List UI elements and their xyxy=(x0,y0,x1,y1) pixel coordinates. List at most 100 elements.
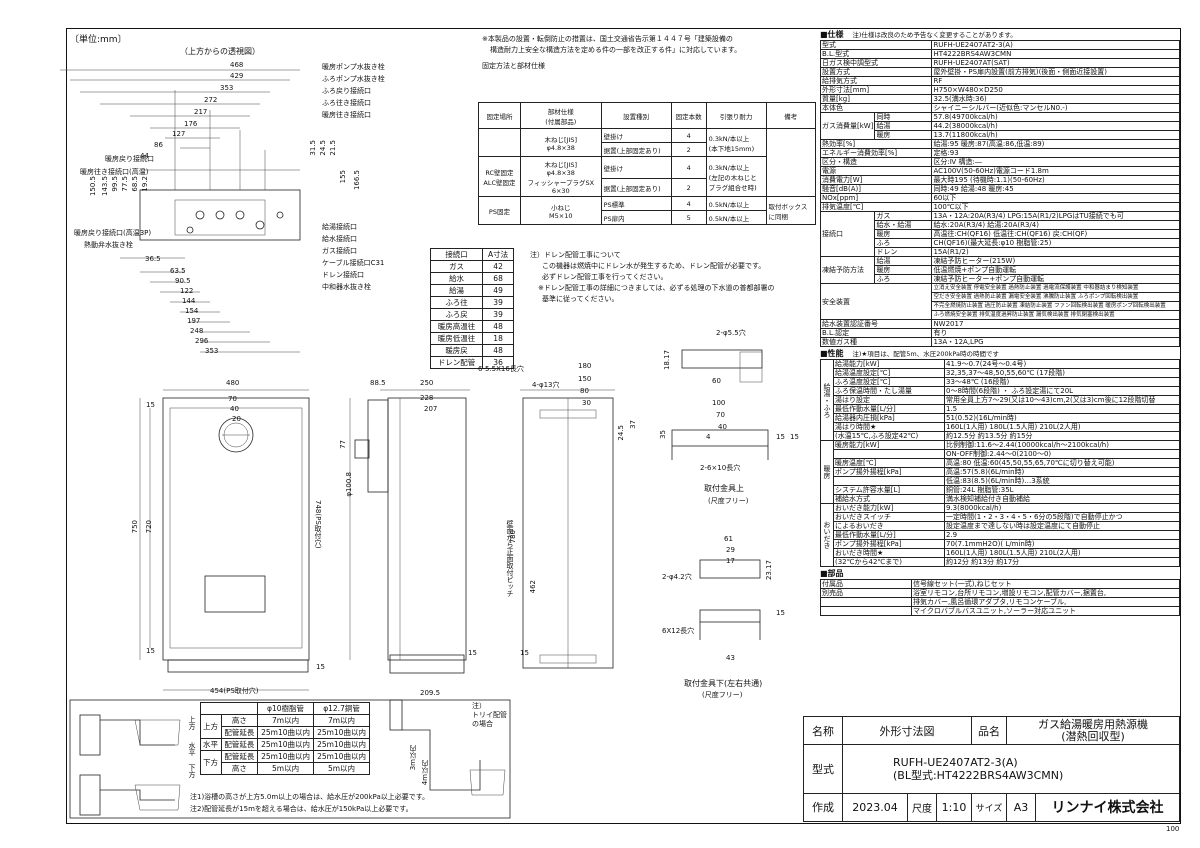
pipe-side-up: 上方 xyxy=(188,716,196,730)
spec-key: B.L.認定 xyxy=(819,328,933,338)
tb-item-value2: (潜熱回収型) xyxy=(1061,729,1125,743)
dim: 44 xyxy=(140,152,149,160)
pipe-cell: 25m10曲以内 xyxy=(313,726,370,739)
dim-77: 77 xyxy=(339,440,347,449)
dim-462: 462 xyxy=(529,580,537,594)
dim: 197 xyxy=(187,317,201,325)
spec-row: ふろ凍結予防ヒーター+ポンプ自動運転 xyxy=(821,274,1180,284)
fix-row: 据置(上部固定あり) 2 xyxy=(479,142,816,157)
tb-made-value: 2023.04 xyxy=(842,792,908,823)
cell xyxy=(765,128,817,197)
dim-209-5: 209.5 xyxy=(420,689,441,697)
spec-key: 消費電力[W] xyxy=(819,175,933,185)
dim-40: 40 xyxy=(230,405,239,413)
spec-value: 浴室リモコン,台所リモコン,増設リモコン,配管カバー,据置台, xyxy=(911,588,1180,598)
label-neutralizer-drain: 中和器水抜き栓 xyxy=(322,283,371,291)
perf-row: 低温:83(8.5)(6L/min時)…3系統 xyxy=(821,476,1180,486)
dim-228: 228 xyxy=(420,394,434,402)
unit-label: 〔単位:mm〕 xyxy=(70,35,127,45)
note-line2: 構造耐力上安全な構造方法を定める件の一部を改正する件」に対応しています。 xyxy=(490,46,742,54)
spec-row: 排気温度[℃]100℃以下 xyxy=(819,202,1180,212)
perf-key: 最低作動水量[L/分] xyxy=(833,404,945,414)
spec-value: RF xyxy=(931,76,1180,86)
perf-row: によるおいだき設定温度まで達しない時は設定温度にて自動停止 xyxy=(821,521,1180,531)
bracket-top-scale: (尺度フリー) xyxy=(708,497,749,505)
cell: 0.5kN/本以上 xyxy=(705,196,767,211)
spec-value: HT4222BRS4AW3CMN xyxy=(931,49,1180,59)
spec-value: 信号線セット(一式),ねじセット xyxy=(911,579,1180,589)
spec-value: 15A(R1/2) xyxy=(931,247,1180,257)
perf-key: 暖房能力[kW] xyxy=(833,440,945,450)
cell: 0.3kN/本以上 (本下地15mm) xyxy=(705,128,767,157)
spec-key: 暖房 xyxy=(874,130,933,140)
spec-value: AC100V(50-60Hz)電源コード1.8m xyxy=(931,166,1180,176)
spec-row: 騒音[dB(A)]同時:49 給湯:48 暖房:45 xyxy=(819,184,1180,194)
pipe-h: φ10樹脂管 xyxy=(257,702,315,715)
a-cell: ドレン配管 xyxy=(429,356,484,369)
cell: RC壁固定 ALC壁固定 xyxy=(478,156,521,197)
dim-15-bb: 15 xyxy=(776,609,785,617)
spec-row: NOx[ppm]60以下 xyxy=(819,193,1180,203)
perf-row: 湯はり時間★160L(1人用) 180L(1.5人用) 210L(2人用) xyxy=(821,422,1180,432)
tb-item-label: 品名 xyxy=(971,715,1007,746)
spec-key: 別売品 xyxy=(820,588,912,598)
spec-value: 空だき安全装置 過熱防止装置 漏電安全装置 沸騰防止装置 ふろポンプ回転検出装置 xyxy=(931,292,1180,302)
dim-480: 480 xyxy=(226,379,240,387)
fix-col: 備考 xyxy=(765,102,817,129)
perf-key: ふろ保温時間・たし湯量 xyxy=(833,386,945,396)
pipe-cell: 配管延長 xyxy=(220,726,259,739)
side-view-drawing xyxy=(349,389,470,674)
tb-model-value2: (BL型式:HT4222BRS4AW3CMN) xyxy=(893,769,1064,782)
trap-dim1: 3m以内 xyxy=(409,745,417,771)
perf-value: 満水検知補給付き自動補給 xyxy=(944,494,1180,504)
a-cell: 49 xyxy=(482,284,514,297)
notes-top: ※本製品の設置・転倒防止の措置は、国土交通省告示第１４４７号「建築設備の 構造耐… xyxy=(482,36,741,74)
spec-key: 質量[kg] xyxy=(819,94,933,104)
spec-value: 13A・12A:20A(R3/4) LPG:15A(R1/2)LPGはTU接続で… xyxy=(931,211,1180,221)
dim: 429 xyxy=(230,72,244,80)
a-cell: 給湯 xyxy=(429,284,484,297)
perf-title: ■性能 xyxy=(820,349,844,358)
perf-value: 160L(1人用) 180L(1.5人用) 210L(2人用) xyxy=(944,422,1180,432)
spec-row: エネルギー消費効率[%]定格:93 xyxy=(819,148,1180,158)
spec-value: 区分:Ⅳ 構造:― xyxy=(931,157,1180,167)
dim-88-5: 88.5 xyxy=(370,379,386,387)
parts-table: 付属品信号線セット(一式),ねじセット別売品浴室リモコン,台所リモコン,増設リモ… xyxy=(820,579,1180,616)
spec-row: 付属品信号線セット(一式),ねじセット xyxy=(820,579,1180,589)
perf-key: ポンプ揚外揚程[kPa] xyxy=(833,467,945,477)
perf-row: 湯はり設定常用全員上方7〜29(又は10〜43)cm,2(又は3)cm後に12段… xyxy=(821,395,1180,405)
tb-model-value1: RUFH-UE2407AT2-3(A) xyxy=(893,755,1018,769)
spec-value: NW2017 xyxy=(931,319,1180,329)
dim-748: 748(PS取付穴) xyxy=(314,500,322,549)
fix-col: 部材仕様 (付属部品) xyxy=(519,102,602,129)
cell: 4 xyxy=(670,196,707,211)
spec-key: 設置方式 xyxy=(819,67,933,77)
spec-value: ふろ燃焼安全装置 排気温度過昇防止装置 漏気検出装置 排気閉塞検出装置 xyxy=(931,310,1180,320)
perf-value: 160L(1人用) 180L(1.5人用) 210L(2人用) xyxy=(944,548,1180,558)
tb-company: リンナイ株式会社 xyxy=(1035,792,1180,823)
cell: 木ねじ[JIS] φ4.8×38 xyxy=(519,128,602,157)
perf-key xyxy=(833,476,945,486)
dim: 143.5 xyxy=(101,176,109,197)
pipe-cell: 25m10曲以内 xyxy=(257,726,315,739)
dim: 176 xyxy=(184,120,198,128)
spec-value: シャイニーシルバー(近似色:マンセルN0.-) xyxy=(931,103,1180,113)
perf-value: 銅管:24L 樹脂管:35L xyxy=(944,485,1180,495)
perf-key: 湯はり設定 xyxy=(833,395,945,405)
fix-row: PS固定 小ねじ M5×10 PS標準 4 0.5kN/本以上 取付ボックス に… xyxy=(478,196,817,225)
perf-value: 33〜48℃ (16段階) xyxy=(944,377,1180,387)
spec-value: 60以下 xyxy=(931,193,1180,203)
spec-value: マイクロバブルバスユニット,ソーラー対応ユニット xyxy=(911,606,1180,616)
spec-value: 13A・12A,LPG xyxy=(931,337,1180,347)
cell: 据置(上部固定あり) xyxy=(600,142,672,157)
spec-value: 給湯:95 暖房:87(高温:86,低温:89) xyxy=(931,139,1180,149)
a-cell: 48 xyxy=(482,344,514,357)
label-cold-water: 給水接続口 xyxy=(322,235,357,243)
cell xyxy=(478,128,521,157)
a-cell: 39 xyxy=(482,308,514,321)
spec-value: 不完全燃焼防止装置 過圧防止装置 凍結防止装置 ファン回転検出装置 暖房ポンプ回… xyxy=(931,301,1180,311)
perf-value: 1.5 xyxy=(944,404,1180,414)
back-view-drawing xyxy=(520,389,615,669)
